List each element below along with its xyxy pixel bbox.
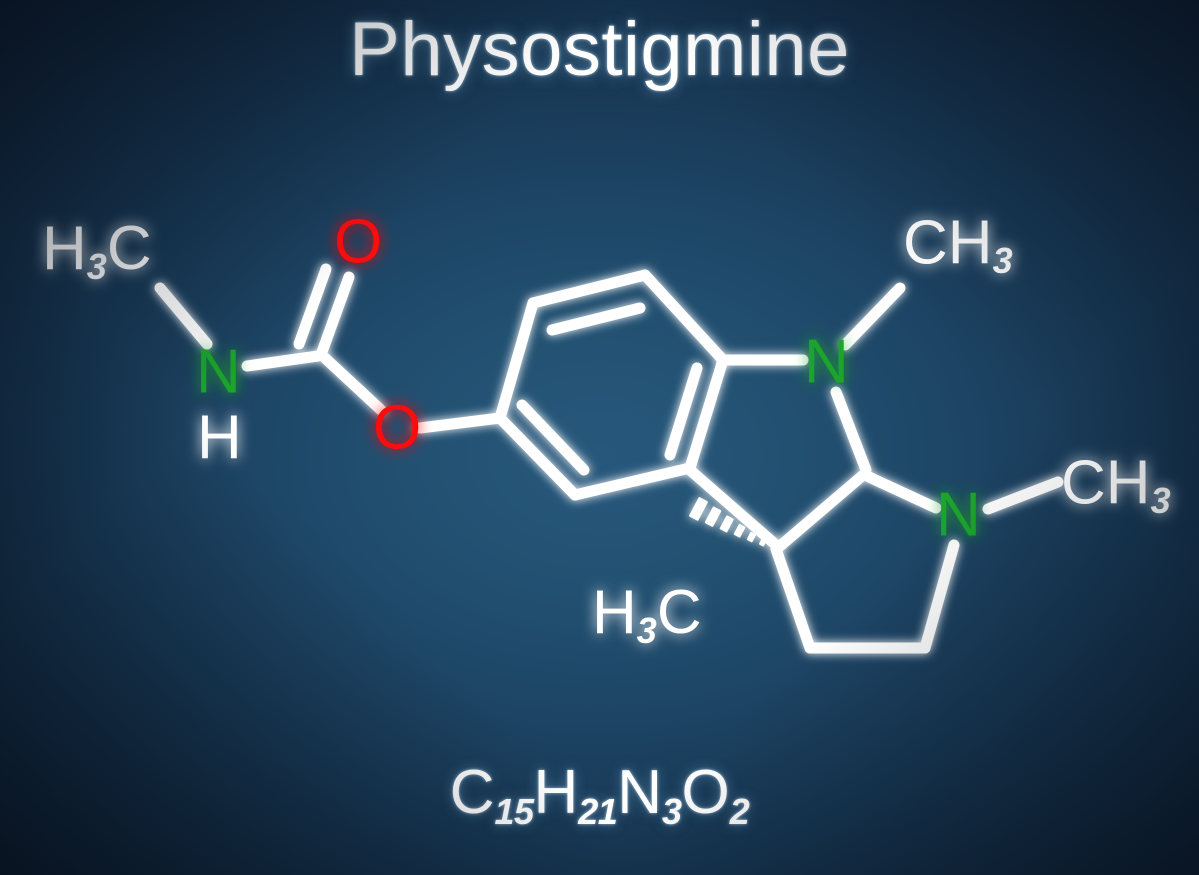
bond-group (154, 263, 1064, 654)
bond-aromatic-inner-left (516, 399, 590, 476)
indoline-nitrogen-text: N (804, 327, 849, 396)
bond-quaternary-carbon-to-ring (684, 464, 782, 551)
atom-label-methyl-left: H3C (42, 214, 152, 286)
bond-methyl-to-amine-nitrogen (154, 282, 213, 350)
bond-ring-c4-c3 (527, 269, 651, 309)
atom-label-indoline-nitrogen: N (804, 327, 849, 396)
bond-ring-c5-c4 (494, 297, 539, 424)
formula-segment: O2 (681, 758, 750, 832)
ester-oxygen-text: O (373, 393, 421, 462)
bond-aromatic-inner-top (546, 302, 646, 336)
bond-ring-c7a-c3a (684, 354, 729, 474)
bond-indoline-nitrogen-to-methyl (839, 282, 906, 351)
bond-aromatic-inner-right (664, 362, 703, 461)
bond-amine-nitrogen-to-carbonyl-carbon (241, 350, 324, 372)
bond-ring-c3a-c6 (569, 462, 696, 501)
atom-label-pyrrolidine-nitrogen: N (936, 480, 981, 549)
bond-ring-c3-c7a (639, 269, 729, 366)
stereo-hashed-wedge-bond (689, 497, 766, 547)
bond-c8a-to-pyrrolidine-nitrogen (863, 471, 942, 514)
bond-carbonyl-double-inner (316, 271, 355, 358)
carbonyl-oxygen-text: O (334, 207, 382, 276)
bond-carbonyl-carbon-to-ester-oxygen (319, 352, 387, 416)
methyl-right-text: CH3 (1061, 448, 1171, 520)
methyl-top-text: CH3 (903, 208, 1013, 280)
bond-ch2-to-quaternary-carbon (770, 543, 816, 654)
atom-label-carbonyl-oxygen: O (334, 207, 382, 276)
amine-nitrogen-text: N (196, 337, 241, 406)
bond-carbonyl-double-outer (293, 263, 332, 350)
atom-label-amine-hydrogen: H (197, 403, 242, 472)
bond-indoline-nitrogen-to-c8a (830, 386, 872, 476)
methyl-left-text: H3C (42, 214, 152, 286)
atom-label-methyl-top: CH3 (903, 208, 1013, 280)
atom-label-amine-nitrogen: N (196, 337, 241, 406)
atom-label-ester-oxygen: O (373, 393, 421, 462)
bond-pyrrolidine-nitrogen-to-ch2 (919, 539, 960, 654)
formula-segment: C15 (449, 758, 534, 832)
amine-hydrogen-text: H (197, 403, 242, 472)
atom-label-methyl-stereo: H3C (592, 578, 702, 650)
formula-segment: H21 (533, 758, 618, 832)
molecular-formula: C15H21N3O2 (0, 757, 1199, 832)
formula-segment: N3 (617, 758, 682, 832)
pyrrolidine-nitrogen-text: N (936, 480, 981, 549)
atom-label-methyl-right: CH3 (1061, 448, 1171, 520)
bond-ester-oxygen-to-ring (414, 412, 506, 434)
bond-pyrrolidine-nitrogen-to-methyl (982, 476, 1064, 515)
page-title: Physostigmine (349, 7, 850, 92)
bond-ring-c6-c5 (494, 412, 581, 501)
methyl-stereo-text: H3C (592, 578, 702, 650)
bond-c8a-to-quaternary-carbon (773, 470, 868, 553)
